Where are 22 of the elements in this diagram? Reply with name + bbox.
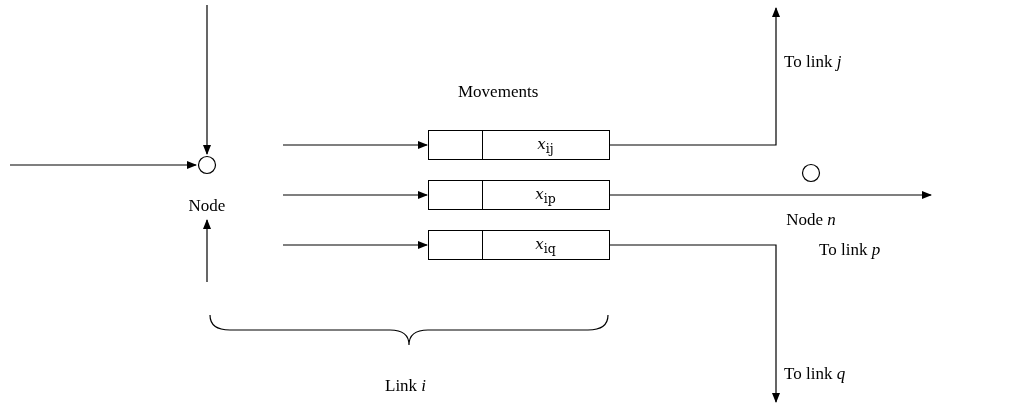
queue-box [428,180,610,210]
node-label: Node n [785,210,837,230]
queue-box [428,230,610,260]
variable-label: x$_{ip}$ [534,185,557,206]
destination-label: To link q [784,364,846,384]
arrow [609,244,780,403]
arrow [203,4,211,155]
link-label: Link i [385,376,427,396]
arrow [609,191,932,199]
arrow [609,7,780,146]
heading-label: Movements [458,82,539,102]
arrow [282,241,428,249]
arrow [282,141,428,149]
arrow [282,191,428,199]
destination-label: To link j [784,52,842,72]
queue-box [428,130,610,160]
variable-label: x$_{iq}$ [534,235,557,256]
arrow [9,161,197,169]
variable-label: x$_{ij}$ [536,135,555,156]
arrow [203,219,211,283]
node-label: Node [187,196,227,216]
destination-label: To link p [819,240,881,260]
